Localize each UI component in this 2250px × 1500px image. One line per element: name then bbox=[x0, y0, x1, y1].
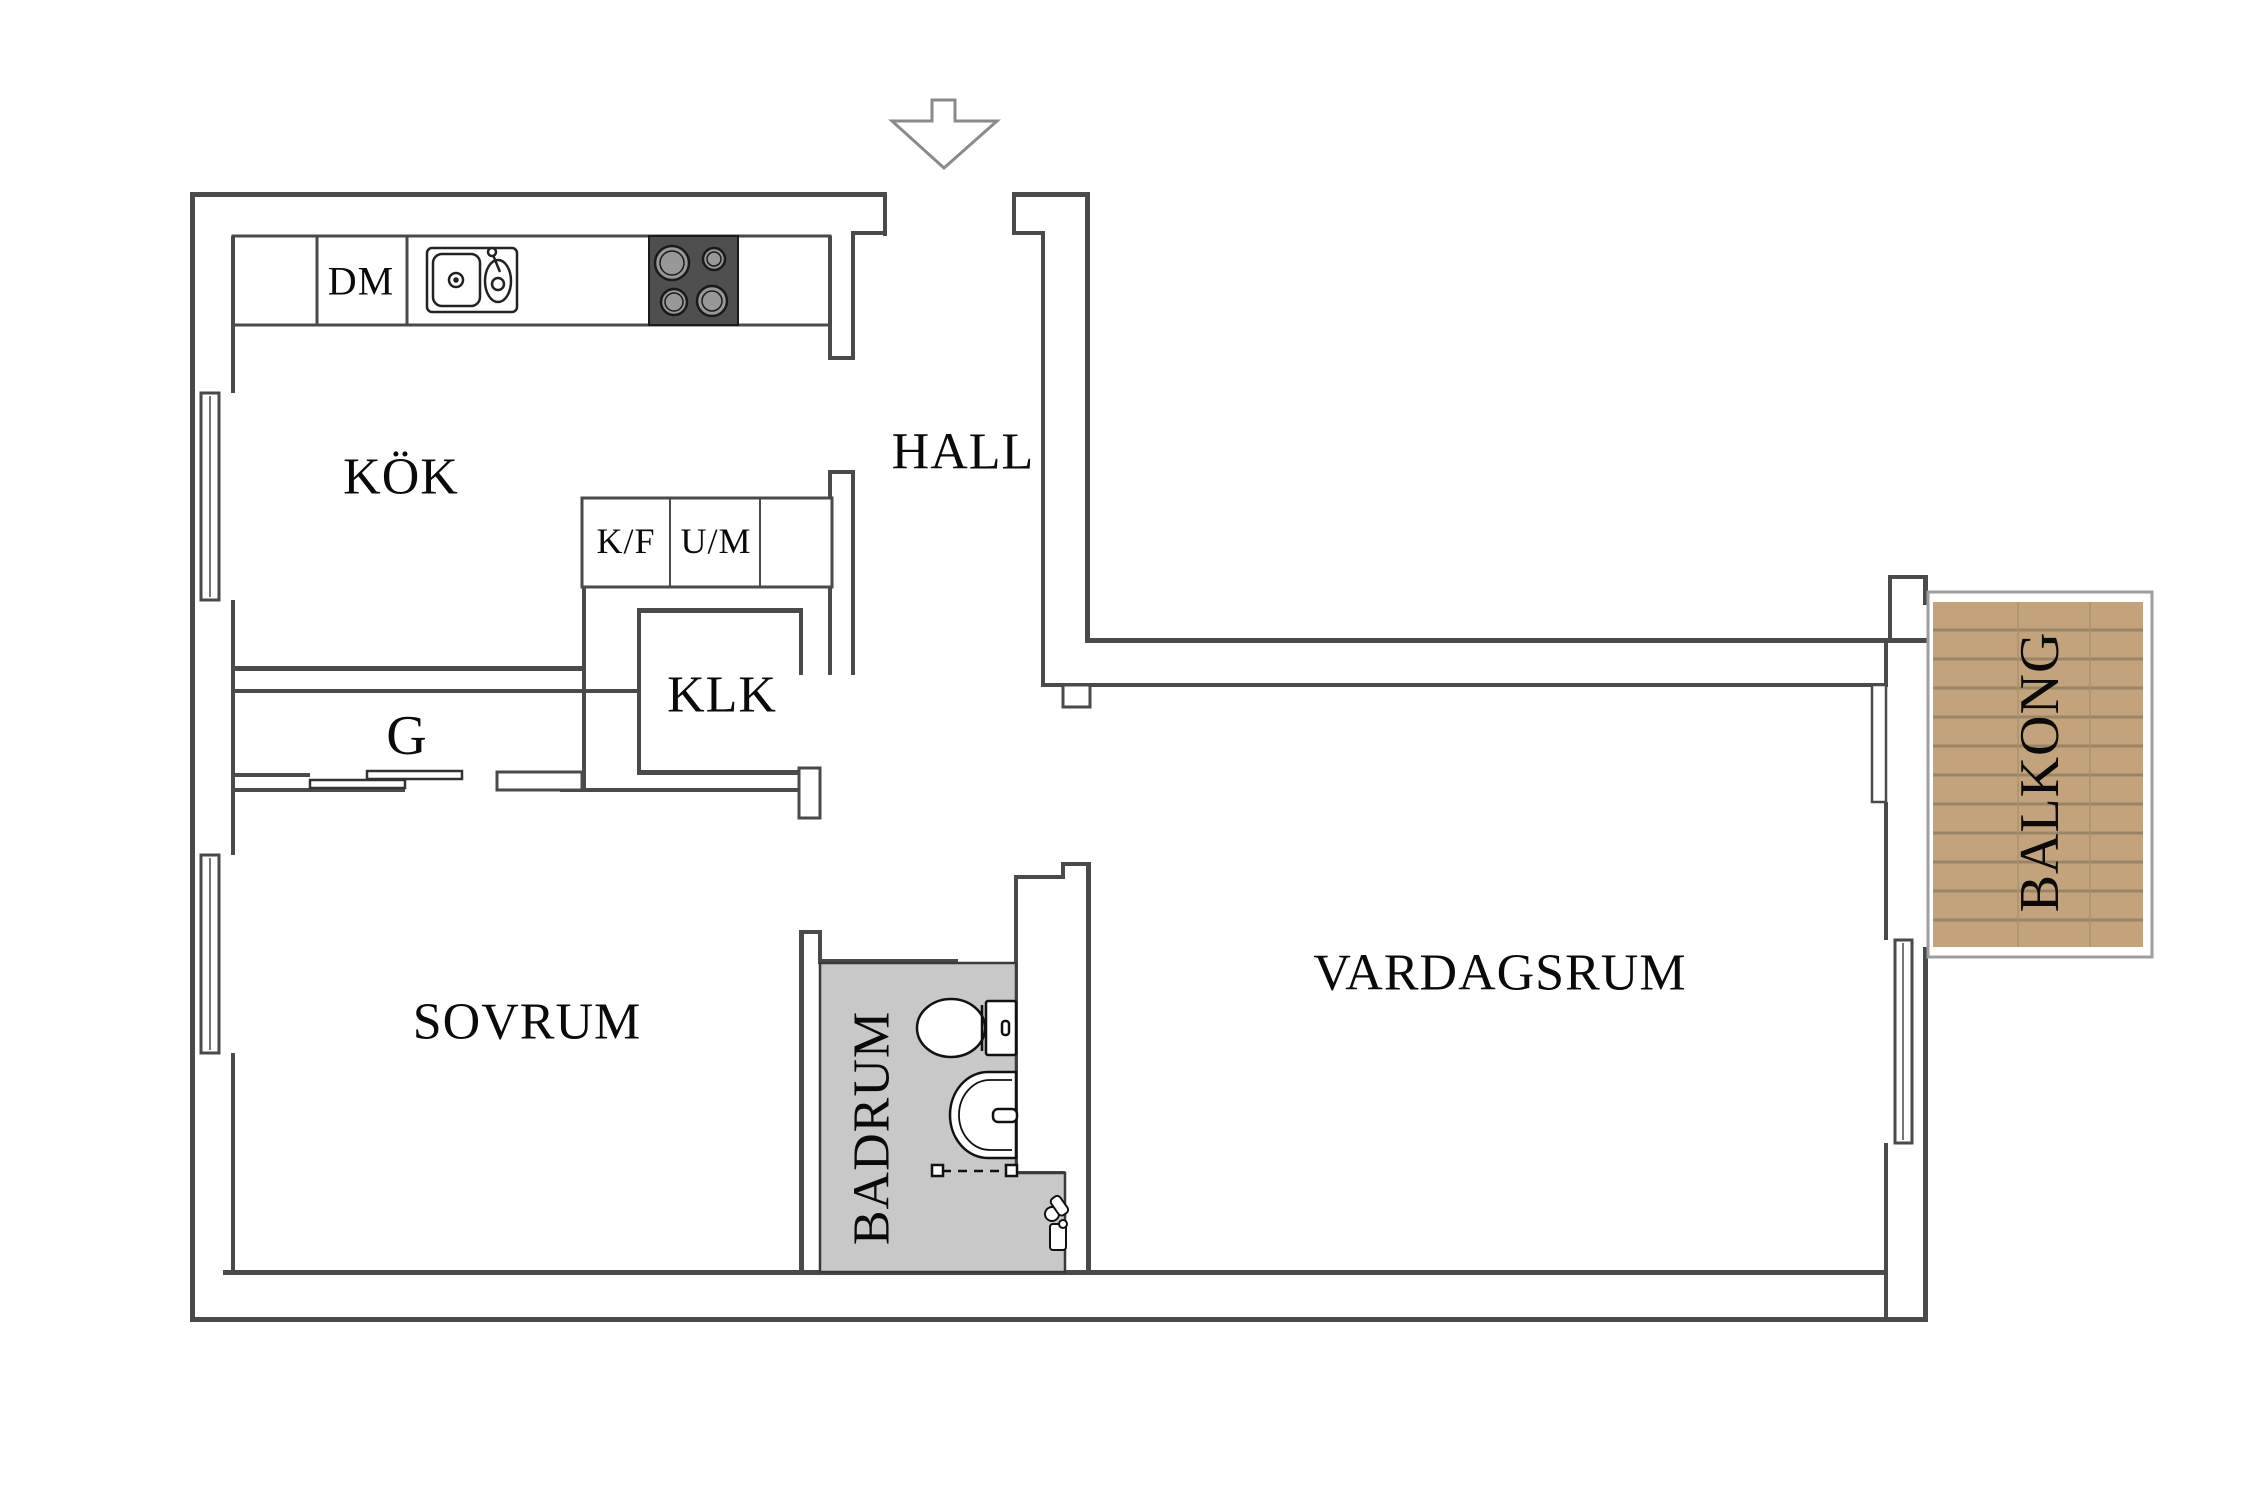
appliance-label-fridge-freezer: K/F bbox=[596, 521, 656, 561]
appliance-label-oven-microwave: U/M bbox=[680, 521, 752, 561]
living-room-window bbox=[1893, 938, 1914, 1145]
stove-icon bbox=[648, 235, 739, 326]
balcony bbox=[1926, 590, 2154, 959]
appliance-cabinet bbox=[580, 496, 834, 589]
bedroom-window bbox=[199, 853, 221, 1055]
room-label-hall: HALL bbox=[891, 423, 1035, 481]
entrance-arrow-icon bbox=[888, 98, 1001, 171]
room-label-bathroom: BADRUM bbox=[843, 1010, 901, 1246]
washbasin-icon bbox=[948, 1070, 1019, 1160]
kitchen-counter bbox=[231, 234, 832, 327]
room-label-kitchen: KÖK bbox=[343, 448, 459, 506]
wall-stubs bbox=[495, 766, 822, 820]
room-label-bedroom: SOVRUM bbox=[412, 993, 642, 1051]
kitchen-window bbox=[199, 391, 221, 602]
exterior-walls bbox=[190, 192, 1928, 1322]
room-label-living-room: VARDAGSRUM bbox=[1313, 944, 1687, 1002]
toilet-icon bbox=[915, 997, 1018, 1059]
kitchen-sink-icon bbox=[425, 246, 519, 314]
shower-mixer-icon bbox=[1044, 1194, 1070, 1251]
room-label-closet: KLK bbox=[667, 666, 777, 724]
shower-screen-line bbox=[930, 1163, 1019, 1178]
appliance-label-dishwasher: DM bbox=[327, 258, 395, 304]
windows bbox=[199, 391, 1914, 1145]
room-label-wardrobe: G bbox=[386, 705, 428, 767]
structural-column bbox=[1061, 683, 1092, 709]
balcony-door-leaf bbox=[1870, 683, 1888, 804]
room-label-balcony: BALKONG bbox=[2009, 631, 2071, 913]
sliding-door-symbol bbox=[308, 769, 464, 790]
